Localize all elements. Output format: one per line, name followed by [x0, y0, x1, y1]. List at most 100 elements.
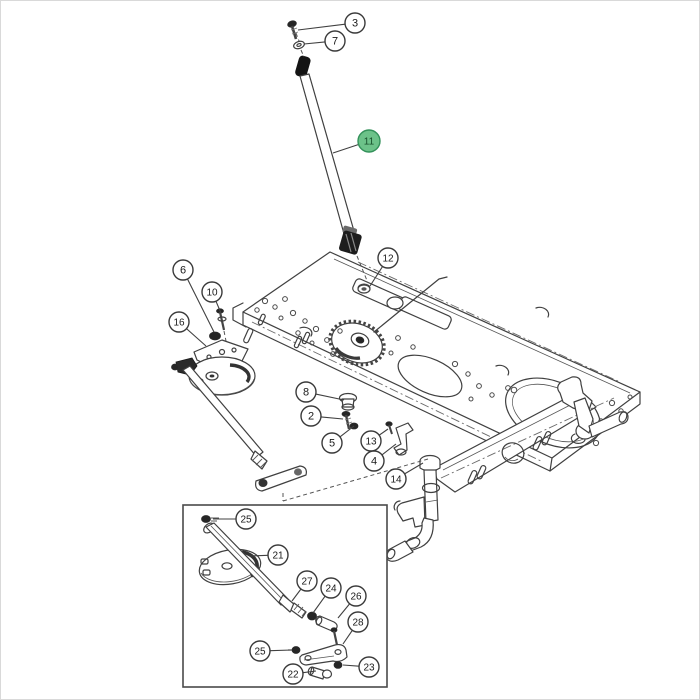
- callout-circle: [377, 247, 399, 269]
- plate-slots: [243, 313, 311, 349]
- callout-leader-line: [248, 554, 269, 557]
- callout-23[interactable]: 23: [342, 656, 380, 678]
- callout-leader-line: [342, 629, 353, 645]
- callout-leader-line: [269, 649, 293, 652]
- callout-16[interactable]: 16: [168, 311, 207, 347]
- callout-leader-line: [381, 443, 397, 456]
- callout-circle: [235, 508, 257, 530]
- shaft-coupler: [339, 225, 362, 255]
- callout-25[interactable]: 25: [213, 508, 257, 530]
- callout-circle: [347, 611, 369, 633]
- callout-26[interactable]: 26: [337, 585, 367, 619]
- inset-ball-joint: [307, 666, 333, 680]
- callout-leader-line: [186, 278, 215, 333]
- callout-number: 23: [363, 663, 375, 674]
- callout-2[interactable]: 2: [300, 405, 344, 427]
- callout-14[interactable]: 14: [385, 462, 424, 490]
- callout-leader-line: [215, 300, 222, 314]
- callout-6[interactable]: 6: [172, 259, 215, 333]
- axle-bracket-group: [385, 421, 414, 456]
- steering-plate-group: [171, 308, 256, 396]
- callout-number: 11: [364, 137, 375, 148]
- callout-circle: [357, 129, 381, 153]
- callout-circle: [267, 544, 289, 566]
- callout-leader-line: [337, 603, 351, 619]
- drag-link: [182, 365, 429, 502]
- callout-number: 25: [240, 515, 252, 526]
- callout-circle: [385, 468, 407, 490]
- callout-21[interactable]: 21: [248, 544, 289, 566]
- callout-number: 4: [371, 456, 377, 468]
- callout-27[interactable]: 27: [291, 570, 318, 602]
- inset-detail-box: [182, 504, 388, 688]
- callout-circle: [296, 570, 318, 592]
- sector-gear: [328, 319, 386, 367]
- right-spindle-tie-rod: [557, 376, 629, 440]
- callout-circle: [363, 450, 385, 472]
- callout-number: 14: [390, 475, 402, 486]
- callout-circle: [295, 381, 317, 403]
- callout-leader-line: [342, 664, 360, 667]
- callout-leader-line: [303, 41, 326, 45]
- callout-circle: [172, 259, 194, 281]
- callout-number: 28: [352, 618, 364, 629]
- callout-25[interactable]: 25: [249, 640, 293, 662]
- callout-8[interactable]: 8: [295, 381, 345, 403]
- column-bushing: [357, 284, 371, 294]
- callout-leader-line: [332, 143, 359, 154]
- callout-number: 25: [254, 647, 266, 658]
- callout-circle: [201, 281, 223, 303]
- callout-number: 24: [325, 584, 337, 595]
- callout-5[interactable]: 5: [321, 425, 355, 454]
- callout-number: 13: [365, 437, 377, 448]
- callout-circle: [344, 12, 366, 34]
- callout-number: 5: [329, 438, 335, 450]
- callout-number: 10: [206, 288, 218, 299]
- callout-circle: [282, 663, 304, 685]
- callout-circle: [345, 585, 367, 607]
- callout-circle: [324, 30, 346, 52]
- callout-10[interactable]: 10: [201, 281, 223, 314]
- callout-leader-line: [312, 595, 326, 614]
- callout-leader-line: [291, 588, 302, 602]
- callout-12[interactable]: 12: [369, 247, 399, 287]
- callout-number: 3: [352, 18, 358, 30]
- callout-4[interactable]: 4: [363, 443, 397, 472]
- callout-3[interactable]: 3: [297, 12, 366, 34]
- callout-circle: [358, 656, 380, 678]
- callout-number: 8: [303, 387, 309, 399]
- callout-number: 22: [287, 670, 299, 681]
- steering-shaft: [295, 55, 369, 284]
- callout-leader-line: [186, 328, 207, 347]
- callout-number: 27: [301, 577, 313, 588]
- callout-number: 6: [180, 265, 186, 277]
- callout-leader-line: [297, 23, 346, 31]
- mount-bolt: [287, 20, 300, 42]
- callout-22[interactable]: 22: [282, 663, 317, 685]
- callout-leader-line: [320, 416, 344, 420]
- callout-number: 12: [382, 254, 394, 265]
- lock-washer: [293, 40, 305, 58]
- callout-28[interactable]: 28: [342, 611, 369, 645]
- callout-circle: [168, 311, 190, 333]
- callout-leader-line: [369, 266, 384, 287]
- callout-leader-line: [378, 428, 389, 436]
- callout-leader-line: [315, 393, 345, 401]
- callout-circle: [300, 405, 322, 427]
- callout-number: 21: [272, 551, 284, 562]
- callout-leader-line: [302, 670, 317, 674]
- callout-number: 2: [308, 411, 314, 423]
- inset-steering-arm: [299, 643, 348, 666]
- callout-7[interactable]: 7: [303, 30, 346, 52]
- callout-number: 7: [332, 36, 338, 48]
- left-spindle: [384, 454, 441, 562]
- callout-24[interactable]: 24: [312, 577, 342, 614]
- callout-leader-line: [339, 425, 355, 438]
- callout-11-highlighted[interactable]: 11: [332, 129, 381, 154]
- callout-circle: [321, 432, 343, 454]
- gear-leader-line: [373, 276, 448, 333]
- callout-number: 16: [173, 318, 185, 329]
